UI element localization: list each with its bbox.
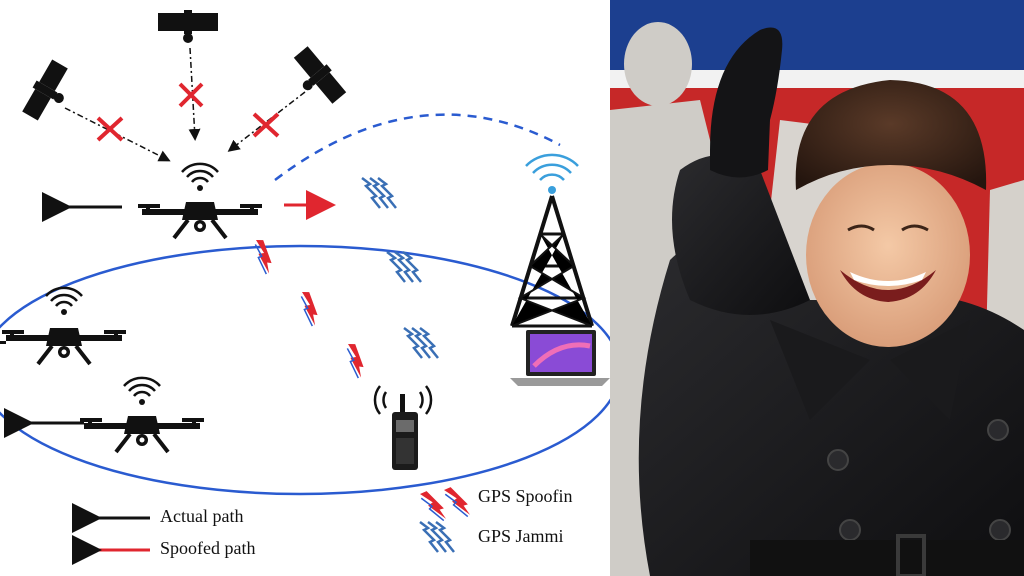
jamming-bolt-icon: [385, 250, 423, 284]
legend-actual-path: Actual path: [160, 506, 244, 526]
wifi-icon: [122, 376, 162, 407]
raised-arm: [672, 155, 810, 315]
cell-tower-icon: [510, 153, 594, 328]
jamming-bolt-icon: [402, 326, 440, 360]
diagram-canvas: [0, 10, 610, 565]
satellite-icon: [284, 44, 349, 112]
satellite-icon: [19, 58, 79, 127]
drone-icon: [0, 326, 128, 366]
wifi-icon: [180, 162, 220, 193]
legend-spoofed-path: Spoofed path: [160, 538, 256, 558]
photo-panel: [610, 0, 1024, 576]
fur-hat: [795, 80, 987, 190]
spoofing-bolt-icon: [288, 287, 330, 328]
coverage-orbit: [0, 244, 610, 496]
cross-mark-icon: [252, 112, 280, 138]
control-link-dashed: [274, 113, 561, 181]
legend-spoofing-icon: [439, 485, 475, 518]
photo-illustration: [610, 0, 1024, 576]
jamming-bolt-icon: [360, 176, 398, 210]
face: [806, 163, 970, 347]
gps-attack-diagram: Actual path Spoofed path GPS Spoofin GPS…: [0, 10, 610, 565]
legend-gps-spoofing: GPS Spoofin: [478, 486, 573, 506]
wifi-icon: [44, 286, 84, 317]
coat-buttons: [827, 419, 1011, 541]
satellite-icon: [158, 10, 218, 43]
cross-mark-icon: [178, 82, 204, 108]
walkie-talkie-icon: [373, 385, 433, 470]
cross-mark-icon: [96, 116, 124, 142]
laptop-icon: [510, 330, 610, 386]
legend-jamming-icon: [418, 520, 456, 554]
spoofing-bolt-icon: [334, 339, 376, 380]
spoofing-bolt-icon: [242, 235, 284, 276]
gloved-hand: [710, 27, 783, 178]
drone-icon: [136, 200, 264, 240]
legend-gps-jamming: GPS Jammi: [478, 526, 564, 546]
drone-icon: [78, 414, 206, 454]
